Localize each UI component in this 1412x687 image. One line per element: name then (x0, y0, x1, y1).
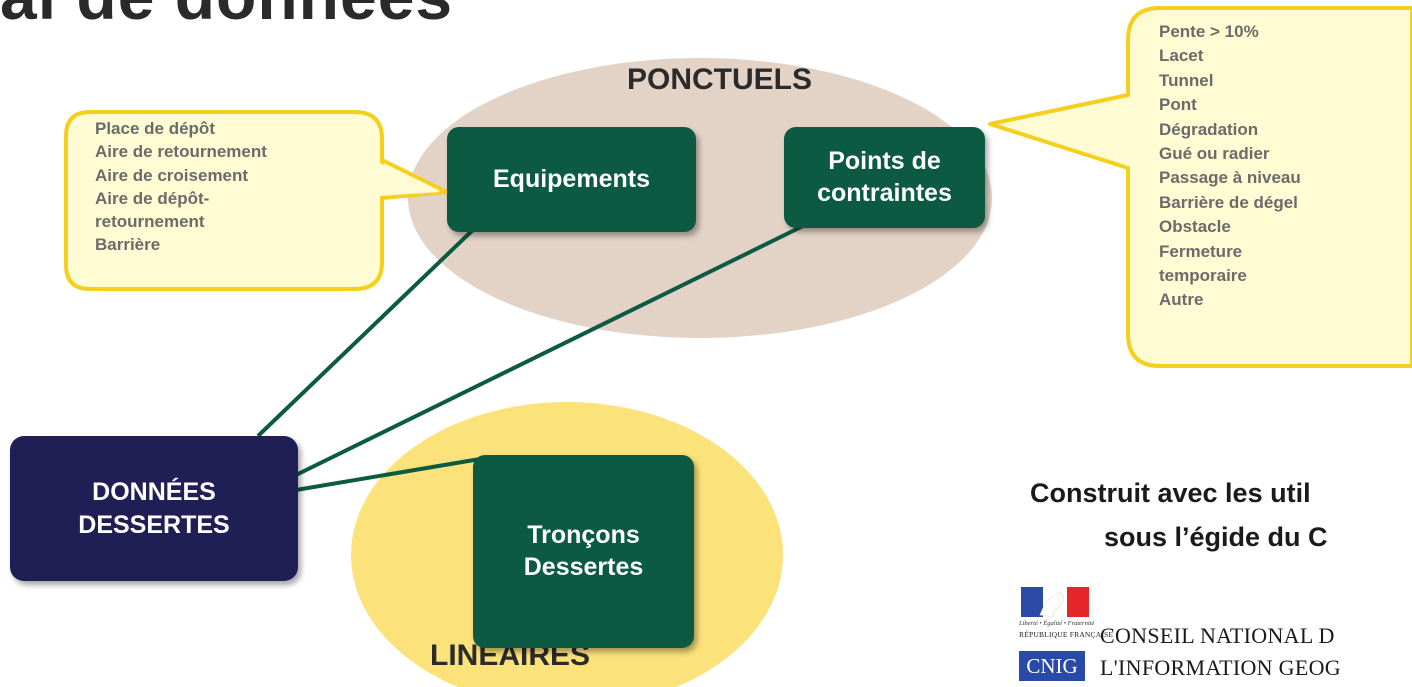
callout-item: Barrière (95, 235, 161, 255)
donnees-line2: DESSERTES (78, 510, 230, 539)
logo-motto: Liberté • Égalité • Fraternité (1019, 620, 1095, 627)
page-title-fragment: al de données (0, 0, 453, 34)
connector-equipements (256, 224, 479, 438)
equipements-node-label: Equipements (493, 164, 650, 193)
connector-troncons (295, 455, 493, 492)
callout-item: Aire de retournement (95, 142, 267, 162)
callout-item: Obstacle (1159, 217, 1231, 237)
built-with-line1: Construit avec les util (1030, 478, 1311, 508)
equipements-node: Equipements (447, 127, 696, 232)
marianne-flag-logo (1021, 587, 1089, 618)
callout-item: Pont (1159, 95, 1197, 115)
cnig-badge: CNIG (1019, 651, 1085, 681)
connector-contraintes (295, 224, 804, 477)
callout-item: temporaire (1159, 266, 1247, 286)
points-contraintes-node: Points de contraintes (784, 127, 985, 228)
built-with-line2: sous l’égide du C (1104, 522, 1328, 552)
equipements-callout-list: Place de dépôt Aire de retournement Aire… (95, 117, 267, 257)
callout-item: Fermeture (1159, 241, 1243, 261)
points-contraintes-line2: contraintes (817, 178, 952, 207)
contraintes-callout-bubble (988, 6, 1412, 368)
callout-item: Aire de croisement (95, 165, 249, 185)
troncons-dessertes-node: Tronçons Dessertes (473, 455, 694, 648)
cnig-badge-text: CNIG (1026, 653, 1078, 678)
callout-item: Tunnel (1159, 70, 1214, 90)
callout-item: Barrière de dégel (1159, 192, 1298, 212)
ponctuels-label: PONCTUELS (627, 63, 813, 96)
logo-republic: RÉPUBLIQUE FRANÇAISE (1019, 630, 1114, 639)
callout-item: Place de dépôt (95, 119, 215, 138)
callout-item: Aire de dépôt- (95, 188, 210, 208)
callout-item: Lacet (1159, 46, 1204, 66)
donnees-dessertes-node: DONNÉES DESSERTES (10, 436, 298, 581)
troncons-line2: Dessertes (523, 552, 644, 581)
callout-item: Autre (1159, 290, 1204, 310)
contraintes-callout-list: Pente > 10% Lacet Tunnel Pont Dégradatio… (1159, 20, 1301, 313)
callout-item: retournement (95, 212, 205, 232)
points-contraintes-line1: Points de (828, 147, 941, 176)
council-line1: CONSEIL NATIONAL D (1100, 623, 1335, 648)
equipements-callout-bubble (64, 110, 449, 291)
callout-item: Pente > 10% (1159, 22, 1259, 41)
troncons-line1: Tronçons (527, 521, 640, 550)
callout-item: Passage à niveau (1159, 168, 1301, 188)
callout-item: Gué ou radier (1159, 144, 1270, 164)
council-line2: L'INFORMATION GEOG (1100, 655, 1341, 680)
callout-item: Dégradation (1159, 119, 1259, 139)
donnees-line1: DONNÉES (92, 478, 216, 506)
